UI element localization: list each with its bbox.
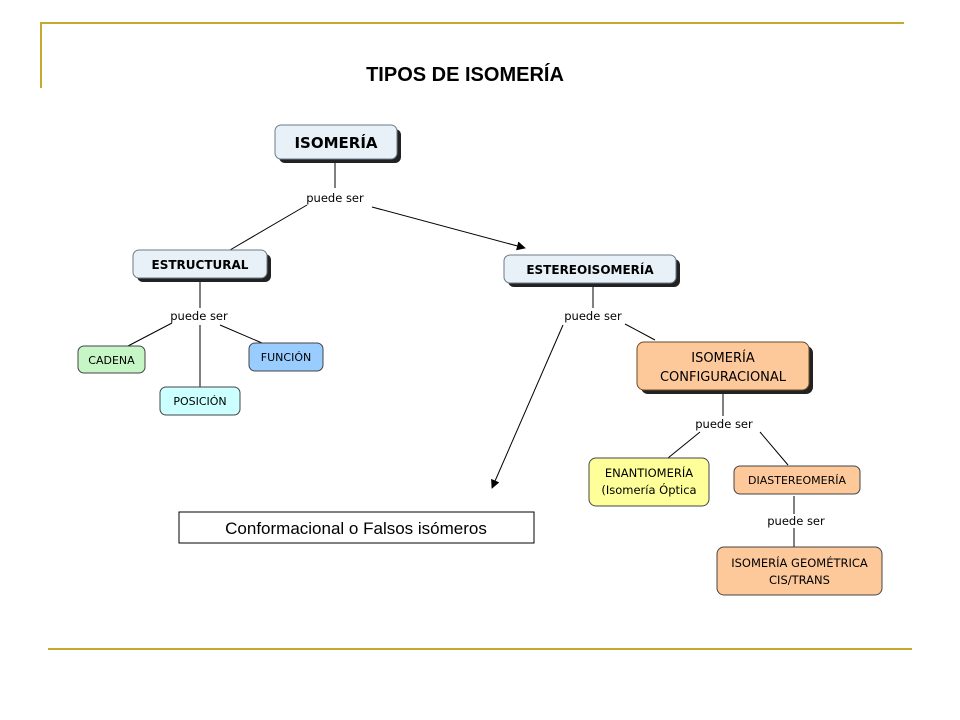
node-funcion-label: FUNCIÓN — [261, 351, 311, 364]
node-posicion-label: POSICIÓN — [173, 395, 226, 408]
link-label-configuracional: puede ser — [695, 417, 753, 431]
node-enantiomeria[interactable]: ENANTIOMERÍA (Isomería Óptica — [588, 457, 710, 507]
link-label-estereoisomeria: puede ser — [564, 309, 622, 323]
node-conformacional[interactable]: Conformacional o Falsos isómeros — [178, 511, 535, 544]
node-configuracional-label-1: ISOMERÍA — [691, 350, 755, 366]
bottom-decor-line — [48, 648, 912, 650]
node-estructural[interactable]: ESTRUCTURAL — [132, 249, 271, 282]
node-posicion[interactable]: POSICIÓN — [159, 386, 241, 416]
connector-to-diastereomeria — [759, 431, 789, 466]
node-configuracional[interactable]: ISOMERÍA CONFIGURACIONAL — [636, 341, 813, 394]
slide-title: TIPOS DE ISOMERÍA — [366, 64, 564, 86]
link-label-isomeria: puede ser — [306, 191, 364, 205]
node-cadena-label: CADENA — [88, 354, 135, 367]
node-geometrica-label-1: ISOMERÍA GEOMÉTRICA — [731, 555, 868, 570]
connector-to-estructural — [229, 204, 308, 251]
node-geometrica-label-2: CIS/TRANS — [769, 573, 830, 587]
connector-to-configuracional — [624, 323, 656, 341]
node-enantiomeria-label-1: ENANTIOMERÍA — [605, 465, 693, 480]
node-isomeria[interactable]: ISOMERÍA — [274, 124, 401, 163]
left-decor-line — [40, 22, 42, 88]
link-label-estructural: puede ser — [170, 309, 228, 323]
connector-to-cadena — [127, 322, 173, 347]
node-estructural-label: ESTRUCTURAL — [152, 258, 249, 272]
arrow-to-conformacional — [491, 324, 564, 489]
arrow-to-estereoisomeria — [371, 206, 526, 251]
node-conformacional-label: Conformacional o Falsos isómeros — [225, 519, 487, 538]
node-geometrica[interactable]: ISOMERÍA GEOMÉTRICA CIS/TRANS — [716, 546, 883, 596]
connector-to-enantiomeria — [667, 431, 701, 459]
link-label-diastereomeria: puede ser — [767, 514, 825, 528]
node-enantiomeria-label-2: (Isomería Óptica — [601, 482, 696, 497]
node-estereoisomeria-label: ESTEREOISOMERÍA — [526, 262, 654, 277]
node-diastereomeria-label: DIASTEREOMERÍA — [748, 474, 846, 487]
top-decor-line — [40, 22, 904, 24]
node-cadena[interactable]: CADENA — [77, 345, 146, 374]
node-estereoisomeria[interactable]: ESTEREOISOMERÍA — [503, 254, 680, 287]
node-configuracional-label-2: CONFIGURACIONAL — [660, 370, 787, 385]
connector-to-funcion — [219, 324, 263, 344]
node-funcion[interactable]: FUNCIÓN — [248, 342, 324, 372]
node-diastereomeria[interactable]: DIASTEREOMERÍA — [733, 465, 861, 495]
node-isomeria-label: ISOMERÍA — [294, 133, 377, 152]
